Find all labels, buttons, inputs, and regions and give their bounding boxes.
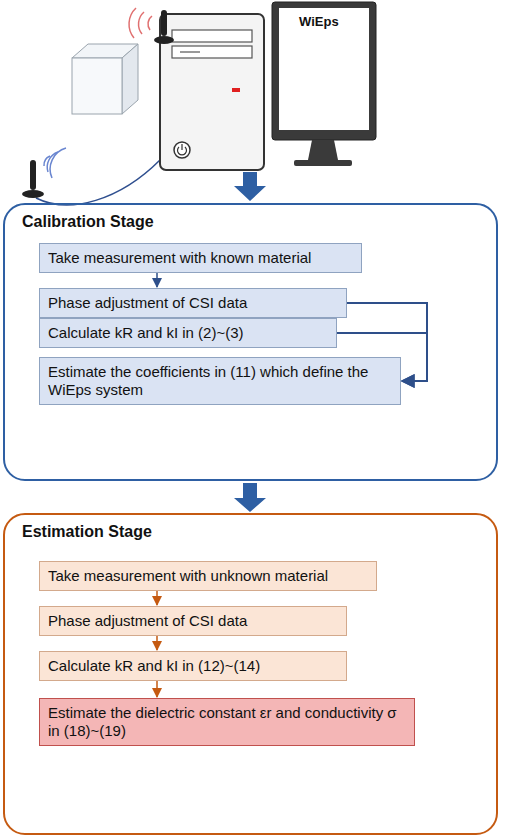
box-text: Calculate kR and kI in (12)~(14) (48, 657, 260, 674)
stage-arrow (234, 483, 266, 512)
process-box: Calculate kR and kI in (2)~(3) (39, 318, 337, 348)
stage-heading: Estimation Stage (22, 523, 152, 541)
process-box: Phase adjustment of CSI data (39, 288, 347, 318)
flow-arrow (156, 636, 158, 650)
process-box: Estimate the coefficients in (11) which … (39, 357, 401, 405)
process-box: Estimate the dielectric constant εr and … (39, 698, 415, 746)
hardware-illustration (0, 0, 507, 210)
box-text: Phase adjustment of CSI data (48, 294, 247, 311)
stage-panel: Calibration StageTake measurement with k… (3, 203, 498, 481)
process-box: Take measurement with known material (39, 243, 362, 273)
flow-arrow (156, 273, 158, 287)
process-box: Phase adjustment of CSI data (39, 606, 347, 636)
process-box: Take measurement with unknown material (39, 561, 377, 591)
box-text: Take measurement with known material (48, 249, 311, 266)
box-text: Estimate the coefficients in (11) which … (48, 363, 368, 398)
box-text: Phase adjustment of CSI data (48, 612, 247, 629)
box-text: Calculate kR and kI in (2)~(3) (48, 324, 244, 341)
flow-arrow (156, 591, 158, 605)
monitor-label: WiEps (299, 14, 339, 29)
flow-arrow (156, 681, 158, 697)
process-box: Calculate kR and kI in (12)~(14) (39, 651, 347, 681)
stage-panel: Estimation StageTake measurement with un… (3, 513, 498, 835)
box-text: Take measurement with unknown material (48, 567, 328, 584)
stage-heading: Calibration Stage (22, 213, 154, 231)
box-text: Estimate the dielectric constant εr and … (48, 704, 397, 739)
